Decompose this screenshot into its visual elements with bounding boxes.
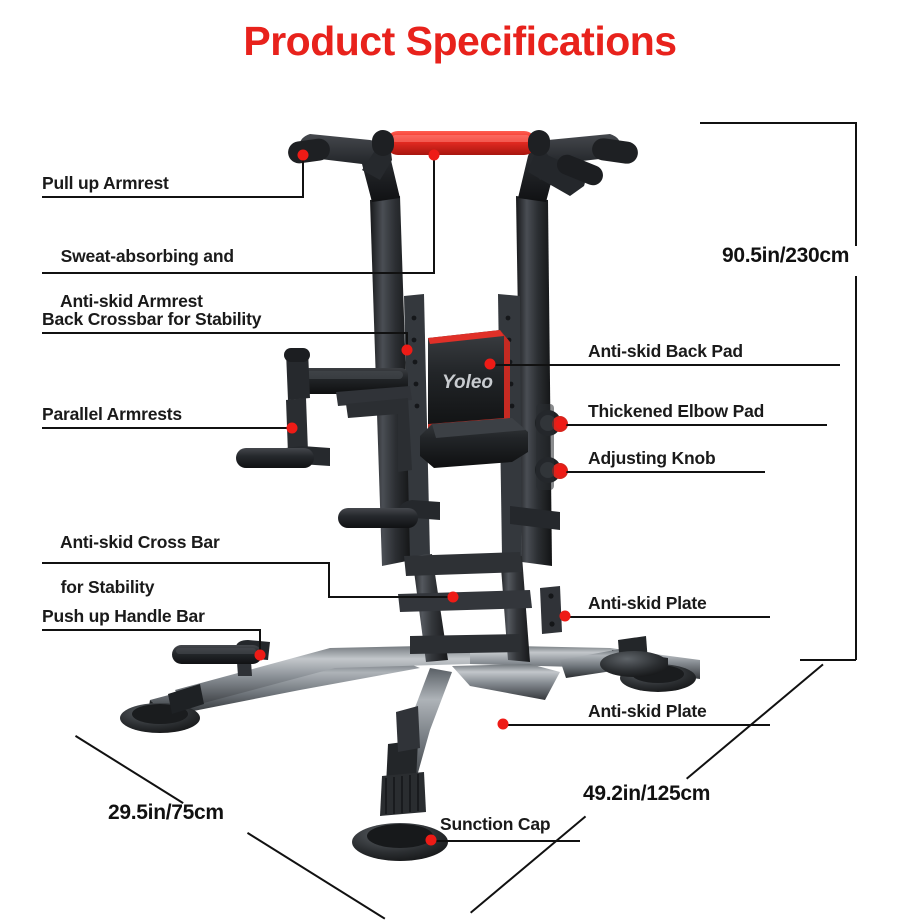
leader-line-anti-skid-cross-bar-horizontal bbox=[42, 562, 330, 564]
callout-label-adjusting-knob: Adjusting Knob bbox=[588, 448, 716, 468]
page-title: Product Specifications bbox=[243, 18, 677, 64]
marker-dot-adjusting-knob bbox=[555, 465, 567, 477]
marker-dot-pull-up-armrest bbox=[297, 149, 309, 161]
callout-label-anti-skid-plate-lower: Anti-skid Plate bbox=[588, 701, 707, 721]
leader-line-anti-skid-back-pad-horizontal bbox=[491, 364, 840, 366]
marker-dot-anti-skid-cross-bar bbox=[447, 591, 459, 603]
marker-dot-anti-skid-back-pad bbox=[484, 358, 496, 370]
dimension-label-height: 90.5in/230cm bbox=[722, 244, 850, 267]
callout-label-back-crossbar: Back Crossbar for Stability bbox=[42, 309, 262, 329]
leader-line-anti-skid-plate-upper-horizontal bbox=[566, 616, 770, 618]
marker-dot-sweat-absorbing bbox=[428, 149, 440, 161]
callout-label-anti-skid-back-pad: Anti-skid Back Pad bbox=[588, 341, 743, 361]
callout-label-thickened-elbow-pad: Thickened Elbow Pad bbox=[588, 401, 765, 421]
dimension-line-height-upper bbox=[855, 122, 857, 246]
callout-label-push-up-handle-bar: Push up Handle Bar bbox=[42, 606, 205, 626]
marker-dot-back-crossbar bbox=[401, 344, 413, 356]
leader-line-back-crossbar-vertical bbox=[406, 332, 408, 350]
leader-line-back-crossbar-horizontal bbox=[42, 332, 408, 334]
leader-line-sunction-cap-horizontal bbox=[432, 840, 580, 842]
dimension-tick-height-bottom bbox=[800, 659, 856, 661]
marker-dot-parallel-armrests bbox=[286, 422, 298, 434]
marker-dot-anti-skid-plate-upper bbox=[559, 610, 571, 622]
leader-line-sweat-absorbing-horizontal bbox=[42, 272, 435, 274]
leader-line-thickened-elbow-pad-horizontal bbox=[562, 424, 827, 426]
callout-label-sweat-absorbing-line1: Sweat-absorbing and bbox=[60, 245, 234, 266]
marker-dot-sunction-cap bbox=[425, 834, 437, 846]
callout-label-anti-skid-plate-upper: Anti-skid Plate bbox=[588, 593, 707, 613]
leader-line-push-up-handle-bar-vertical bbox=[259, 629, 261, 655]
callout-label-anti-skid-cross-bar-line1: Anti-skid Cross Bar bbox=[60, 531, 220, 552]
callout-label-parallel-armrests: Parallel Armrests bbox=[42, 404, 182, 424]
leader-line-push-up-handle-bar-horizontal bbox=[42, 629, 261, 631]
leader-line-anti-skid-cross-bar-horizontal2 bbox=[328, 596, 454, 598]
leader-line-pull-up-armrest-horizontal bbox=[42, 196, 304, 198]
leader-line-parallel-armrests-horizontal bbox=[42, 427, 291, 429]
leader-line-anti-skid-cross-bar-vertical bbox=[328, 562, 330, 598]
leader-line-anti-skid-plate-lower-horizontal bbox=[504, 724, 770, 726]
marker-dot-anti-skid-plate-lower bbox=[497, 718, 509, 730]
callout-label-sweat-absorbing-line2: Anti-skid Armrest bbox=[60, 291, 203, 312]
callout-label-sweat-absorbing: Sweat-absorbing and Anti-skid Armrest bbox=[42, 222, 234, 336]
leader-line-adjusting-knob-horizontal bbox=[562, 471, 765, 473]
dimension-line-height-lower bbox=[855, 276, 857, 660]
callout-label-sunction-cap: Sunction Cap bbox=[440, 814, 551, 834]
callout-label-pull-up-armrest: Pull up Armrest bbox=[42, 173, 169, 193]
marker-dot-push-up-handle-bar bbox=[254, 649, 266, 661]
leader-line-pull-up-armrest-vertical bbox=[302, 155, 304, 198]
svg-text:Yoleo: Yoleo bbox=[442, 372, 493, 393]
dimension-label-width: 49.2in/125cm bbox=[583, 782, 711, 805]
callout-label-anti-skid-cross-bar: Anti-skid Cross Bar for Stability bbox=[42, 508, 220, 622]
dimension-label-depth: 29.5in/75cm bbox=[108, 801, 224, 824]
callout-label-anti-skid-cross-bar-line2: for Stability bbox=[60, 577, 155, 598]
dimension-tick-height-top bbox=[700, 122, 856, 124]
leader-line-sweat-absorbing-vertical bbox=[433, 155, 435, 274]
marker-dot-thickened-elbow-pad bbox=[555, 418, 567, 430]
